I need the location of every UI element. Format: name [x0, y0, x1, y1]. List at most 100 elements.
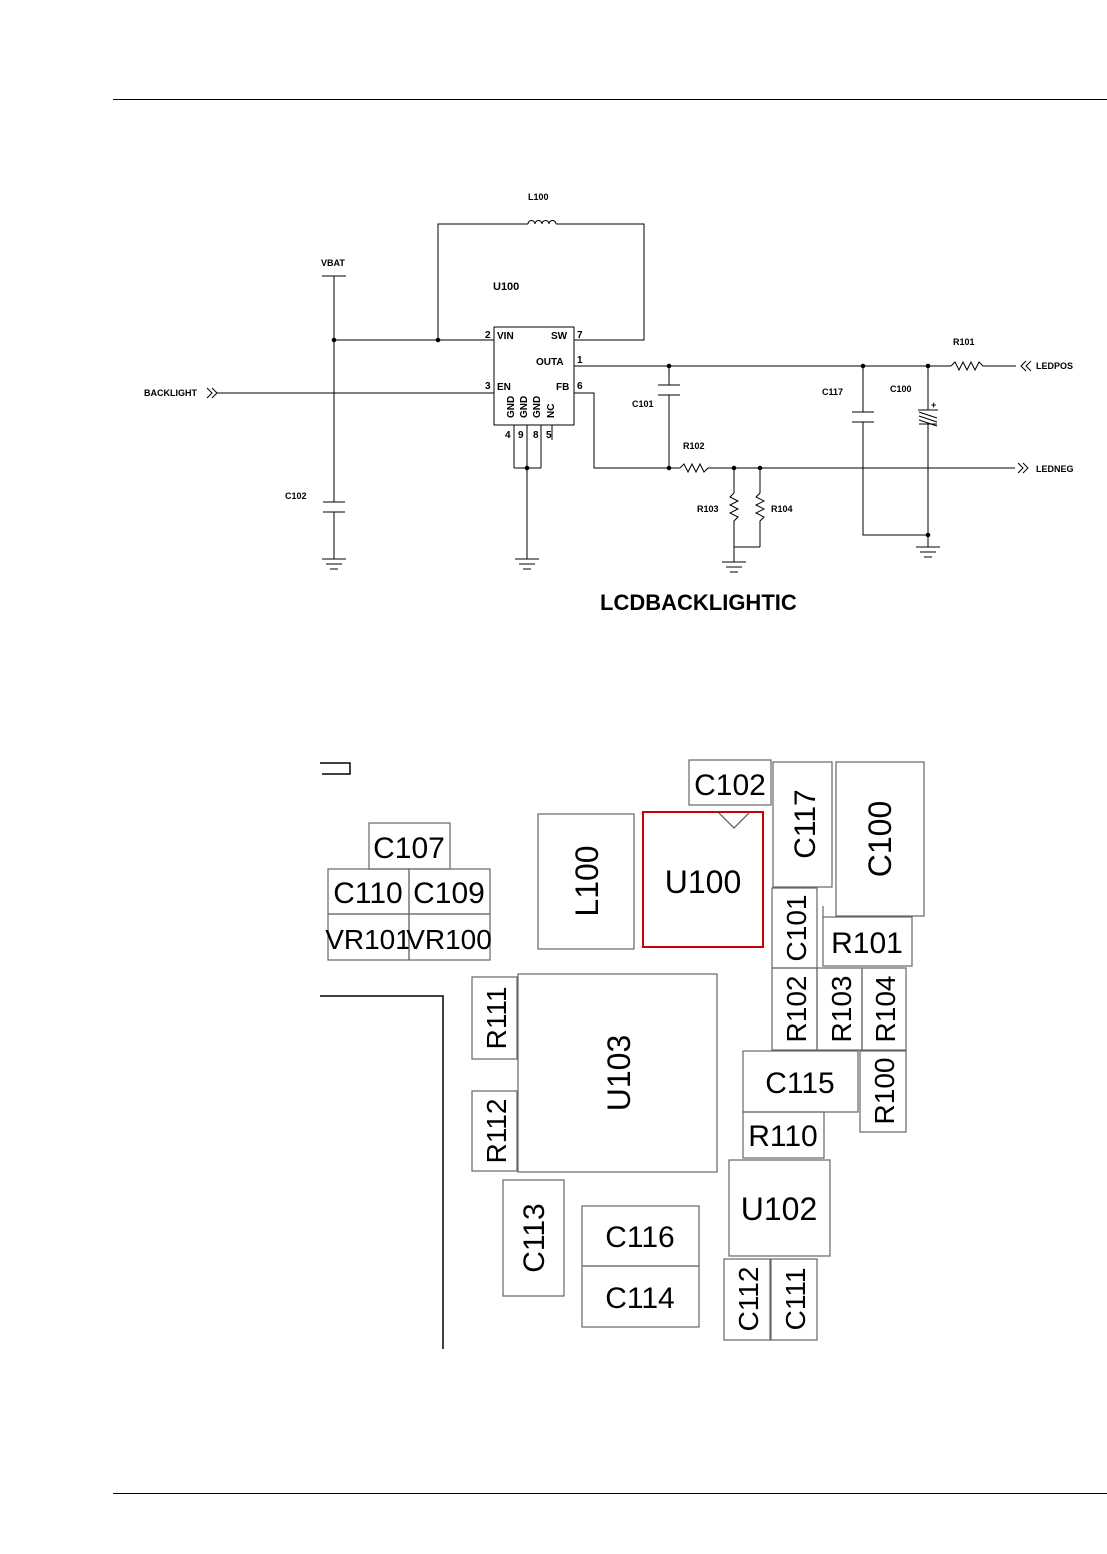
comp-c101: C101	[771, 887, 818, 969]
r104-resistor	[754, 468, 766, 547]
r101-resistor	[950, 360, 1016, 372]
pin-en-number: 3	[485, 381, 491, 392]
svg-text:C100: C100	[862, 801, 898, 878]
vbat-rail	[322, 275, 494, 502]
pin-5-number: 5	[546, 430, 552, 441]
svg-text:C117: C117	[789, 789, 822, 859]
pin-8-number: 8	[533, 430, 539, 441]
svg-text:VR101: VR101	[325, 924, 411, 955]
c101-capacitor	[658, 366, 680, 468]
pin-gnd3-label: GND	[532, 396, 543, 418]
c100-polarity-label: +	[931, 400, 936, 410]
svg-text:C116: C116	[605, 1221, 675, 1254]
r102-label: R102	[683, 441, 705, 451]
svg-text:C107: C107	[373, 832, 445, 865]
comp-c111: C111	[770, 1258, 818, 1341]
ledneg-port-icon	[1017, 462, 1029, 474]
comp-r101: R101	[822, 906, 913, 967]
schematic-diagram: VBAT C102 L100 U100 2 VIN SW 7 OUTA 1 3 …	[144, 192, 1074, 573]
svg-text:R110: R110	[748, 1120, 818, 1153]
comp-r111: R111	[471, 976, 518, 1060]
comp-c113: C113	[502, 1179, 565, 1297]
svg-text:R111: R111	[481, 987, 512, 1050]
svg-text:R102: R102	[781, 976, 812, 1043]
comp-r102: R102	[771, 967, 818, 1051]
comp-c115: C115	[742, 1050, 859, 1113]
svg-text:C112: C112	[733, 1267, 764, 1332]
bottom-rule	[113, 1493, 1107, 1494]
svg-text:R104: R104	[870, 976, 901, 1043]
comp-c110: C110	[327, 868, 410, 915]
svg-text:C109: C109	[413, 877, 485, 910]
comp-c116: C116	[581, 1205, 700, 1267]
comp-c117: C117	[772, 761, 833, 888]
comp-c100: C100	[835, 761, 925, 917]
c102-capacitor	[323, 501, 345, 559]
pin-4-number: 4	[505, 430, 511, 441]
u100-ic-body	[493, 326, 575, 426]
board-outline	[320, 762, 444, 1349]
c117-label: C117	[822, 387, 843, 397]
svg-text:C102: C102	[694, 769, 766, 802]
r103-label: R103	[697, 504, 719, 514]
c102-ground-icon	[322, 558, 346, 570]
svg-text:R103: R103	[826, 976, 857, 1043]
comp-c102: C102	[688, 759, 772, 806]
svg-text:L100: L100	[569, 845, 605, 916]
svg-text:R101: R101	[831, 927, 903, 960]
c117-capacitor	[852, 366, 928, 536]
svg-text:VR100: VR100	[406, 924, 492, 955]
fb-net	[574, 392, 680, 471]
pin-fb-label: FB	[556, 382, 569, 393]
r103-resistor	[728, 468, 740, 547]
pin-sw-label: SW	[551, 331, 568, 342]
r101-label: R101	[953, 337, 975, 347]
comp-l100: L100	[537, 813, 635, 950]
pin-fb-number: 6	[577, 381, 583, 392]
svg-text:C101: C101	[781, 895, 812, 962]
pin-vin-number: 2	[485, 330, 491, 341]
top-rule	[113, 99, 1107, 100]
pin-vin-label: VIN	[497, 331, 514, 342]
comp-c114: C114	[581, 1265, 700, 1328]
svg-text:C115: C115	[765, 1067, 835, 1100]
comp-r104: R104	[861, 967, 907, 1051]
pin-gnd1-label: GND	[506, 396, 517, 418]
svg-text:U100: U100	[665, 864, 742, 900]
u100-label: U100	[493, 281, 519, 293]
backlight-port-icon	[206, 387, 494, 399]
c100-capacitor	[918, 366, 938, 547]
pin-gnd2-label: GND	[519, 396, 530, 418]
pin-sw-number: 7	[577, 330, 583, 341]
pin-nc-label: NC	[546, 404, 557, 418]
c100-label: C100	[890, 384, 912, 394]
pin-outa-label: OUTA	[536, 357, 564, 368]
backlight-label: BACKLIGHT	[144, 388, 197, 398]
comp-r110: R110	[742, 1111, 825, 1159]
comp-c112: C112	[723, 1258, 771, 1341]
vbat-label: VBAT	[321, 258, 345, 268]
comp-vr101: VR101	[325, 913, 411, 961]
l100-inductor	[437, 220, 645, 341]
pin-9-number: 9	[518, 430, 524, 441]
ic-ground-network	[513, 425, 553, 559]
comp-vr100: VR100	[406, 913, 492, 961]
c102-label: C102	[285, 491, 307, 501]
comp-r112: R112	[471, 1090, 518, 1172]
svg-text:C113: C113	[518, 1203, 551, 1273]
comp-c107: C107	[368, 822, 451, 870]
svg-text:C114: C114	[605, 1282, 675, 1315]
svg-text:C111: C111	[780, 1268, 811, 1331]
comp-u102: U102	[728, 1159, 831, 1257]
pin-en-label: EN	[497, 382, 511, 393]
comp-r103: R103	[816, 967, 863, 1051]
svg-text:R112: R112	[481, 1099, 512, 1164]
r103-r104-ground-link	[733, 546, 760, 562]
r104-label: R104	[771, 504, 793, 514]
pin-outa-number: 1	[577, 355, 583, 366]
svg-text:C110: C110	[333, 877, 403, 910]
l100-label: L100	[528, 192, 549, 202]
svg-text:R100: R100	[869, 1058, 900, 1125]
comp-u100-highlighted: U100	[642, 811, 764, 948]
